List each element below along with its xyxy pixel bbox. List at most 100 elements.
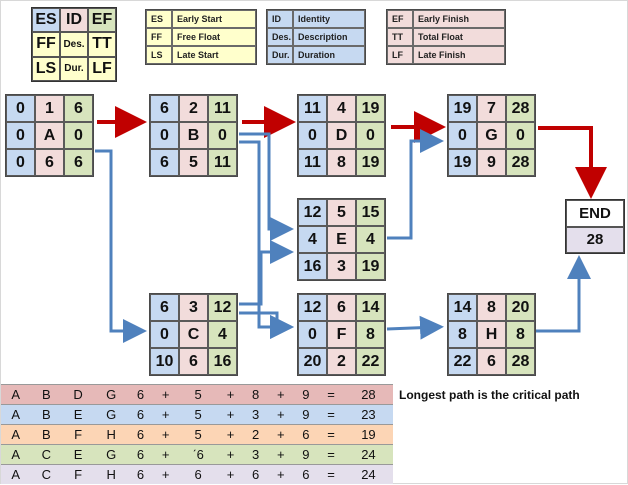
node-cell: 0 [298, 122, 327, 149]
path-cell: 6 [128, 404, 153, 425]
path-cell: + [267, 404, 294, 425]
node-cell: 10 [150, 348, 179, 375]
node-cell: 6 [150, 95, 179, 122]
path-cell: 5 [178, 384, 218, 405]
path-cell: H [94, 424, 129, 445]
path-cell: A [1, 444, 31, 465]
path-cell: + [217, 444, 244, 465]
legend-abbr: TT [387, 28, 413, 46]
path-cell: + [267, 464, 294, 484]
path-cell: C [30, 464, 63, 484]
node-cell: 20 [506, 294, 535, 321]
legend-key-cell: LF [88, 56, 116, 81]
legend-text: Identity [293, 10, 365, 28]
node-cell: 11 [298, 95, 327, 122]
legend-key-cell: ID [60, 8, 88, 33]
node-cell: 22 [356, 348, 385, 375]
legend-key-cell: Dur. [60, 56, 88, 81]
activity-node-c: 6 3 12 0 C 4 10 6 16 [149, 293, 238, 376]
path-cell: G [94, 404, 129, 425]
legend-key-cell: FF [32, 32, 60, 57]
path-cell: G [94, 444, 129, 465]
node-cell: 12 [298, 294, 327, 321]
legend-text: Late Start [172, 46, 256, 64]
path-cell: 5 [178, 404, 218, 425]
end-node: END 28 [565, 199, 625, 254]
node-cell: 3 [327, 253, 356, 280]
path-cell: A [1, 404, 31, 425]
legend-text: Free Float [172, 28, 256, 46]
node-cell: 20 [298, 348, 327, 375]
node-cell: 6 [35, 149, 64, 176]
legend-key-cell: EF [88, 8, 116, 33]
path-cell: 6 [178, 464, 218, 484]
legend-text: Duration [293, 46, 365, 64]
path-cell: 28 [343, 384, 393, 405]
path-row: A B D G 6 + 5 + 8 + 9 = 28 [1, 384, 393, 405]
node-cell: 1 [35, 95, 64, 122]
path-cell: 24 [343, 444, 393, 465]
legend-abbr: Des. [267, 28, 293, 46]
path-row: A B E G 6 + 5 + 3 + 9 = 23 [1, 404, 393, 425]
path-cell: C [30, 444, 63, 465]
node-cell: 16 [208, 348, 237, 375]
node-cell: B [179, 122, 208, 149]
legend-text: Description [293, 28, 365, 46]
path-cell: = [318, 424, 344, 445]
node-cell: 14 [356, 294, 385, 321]
path-cell: + [217, 384, 244, 405]
node-cell: 19 [356, 253, 385, 280]
path-cell: + [152, 384, 179, 405]
arrow-b-f [239, 140, 294, 339]
node-cell: 6 [150, 294, 179, 321]
node-cell: 0 [6, 95, 35, 122]
path-cell: 6 [293, 424, 319, 445]
path-cell: 8 [243, 384, 268, 405]
node-cell: H [477, 321, 506, 348]
path-cell: D [62, 384, 94, 405]
path-row: A C E G 6 + ˊ6 + 3 + 9 = 24 [1, 444, 393, 465]
node-cell: 0 [356, 122, 385, 149]
arrow-c-e [239, 240, 294, 306]
path-cell: 9 [293, 444, 319, 465]
arrow-a-c [95, 149, 147, 343]
path-cell: E [62, 404, 94, 425]
path-cell: 23 [343, 404, 393, 425]
node-cell: 0 [506, 122, 535, 149]
path-cell: 5 [178, 424, 218, 445]
path-cell: 9 [293, 404, 319, 425]
path-cell: 3 [243, 404, 268, 425]
node-cell: 4 [208, 321, 237, 348]
legend-abbr: FF [146, 28, 172, 46]
path-cell: + [217, 424, 244, 445]
path-row: A C F H 6 + 6 + 6 + 6 = 24 [1, 464, 393, 484]
legend-node-key: ES ID EF FF Des. TT LS Dur. LF [31, 7, 117, 82]
node-cell: 0 [6, 122, 35, 149]
arrow-c-f [239, 311, 294, 339]
legend-abbr: ID [267, 10, 293, 28]
node-cell: 0 [298, 321, 327, 348]
path-cell: B [30, 424, 63, 445]
activity-node-b: 6 2 11 0 B 0 6 5 11 [149, 94, 238, 177]
node-cell: 6 [64, 149, 93, 176]
activity-node-f: 12 6 14 0 F 8 20 2 22 [297, 293, 386, 376]
node-cell: 8 [356, 321, 385, 348]
node-cell: 12 [298, 199, 327, 226]
path-cell: 6 [293, 464, 319, 484]
path-cell: = [318, 444, 344, 465]
path-cell: + [152, 424, 179, 445]
legend-abbr: Dur. [267, 46, 293, 64]
node-cell: 8 [448, 321, 477, 348]
activity-node-d: 11 4 19 0 D 0 11 8 19 [297, 94, 386, 177]
legend-abbr: EF [387, 10, 413, 28]
path-cell: + [152, 404, 179, 425]
node-cell: 4 [327, 95, 356, 122]
path-row: A B F H 6 + 5 + 2 + 6 = 19 [1, 424, 393, 445]
node-cell: 15 [356, 199, 385, 226]
node-cell: 9 [477, 149, 506, 176]
legend-key-cell: ES [32, 8, 60, 33]
legend-text: Total Float [413, 28, 505, 46]
path-cell: 24 [343, 464, 393, 484]
